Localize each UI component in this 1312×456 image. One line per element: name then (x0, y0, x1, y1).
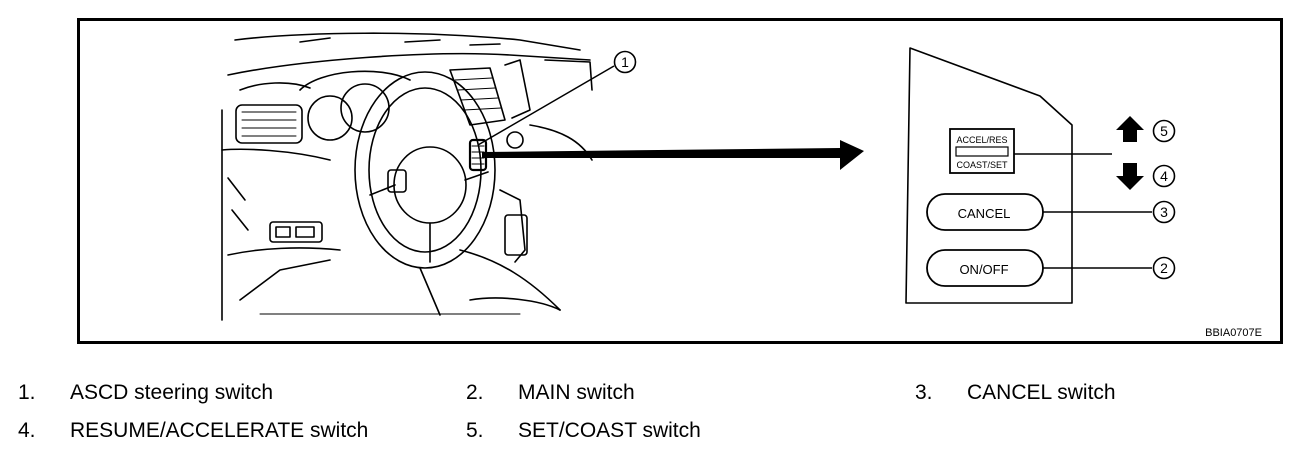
figure-code: BBIA0707E (1205, 327, 1262, 339)
coast-set-label: COAST/SET (956, 160, 1008, 170)
onoff-button[interactable]: ON/OFF (926, 249, 1044, 287)
arrow-up-icon (1116, 116, 1144, 142)
switch-panel-outline (905, 47, 1073, 304)
legend-3-text: CANCEL switch (967, 381, 1116, 404)
legend-3-num: 3. (915, 381, 933, 404)
callout-1: 1 (613, 50, 637, 74)
svg-text:2: 2 (1160, 260, 1168, 276)
arrow-down-icon (1116, 163, 1144, 190)
figure-frame (77, 18, 1283, 344)
accel-res-label: ACCEL/RES (956, 135, 1007, 145)
legend-4-text: RESUME/ACCELERATE switch (70, 419, 369, 442)
legend-1-text: ASCD steering switch (70, 381, 274, 404)
pointer-arrow (482, 140, 864, 170)
cancel-button-label: CANCEL (958, 206, 1011, 221)
dashboard-illustration (221, 32, 593, 321)
legend-2-text: MAIN switch (518, 381, 635, 404)
svg-text:5: 5 (1160, 123, 1168, 139)
svg-text:3: 3 (1160, 204, 1168, 220)
callout-3: 3 (1152, 200, 1176, 224)
svg-text:4: 4 (1160, 168, 1168, 184)
legend-1-num: 1. (18, 381, 36, 404)
legend-4-num: 4. (18, 419, 36, 442)
svg-text:1: 1 (621, 54, 629, 70)
cancel-button[interactable]: CANCEL (926, 193, 1044, 231)
callout-5: 5 (1152, 119, 1176, 143)
callout-1-leader (477, 65, 615, 146)
callout-2: 2 (1152, 256, 1176, 280)
legend-2-num: 2. (466, 381, 484, 404)
legend-5-num: 5. (466, 419, 484, 442)
onoff-button-label: ON/OFF (959, 262, 1008, 277)
legend-5-text: SET/COAST switch (518, 419, 701, 442)
callout-4: 4 (1152, 164, 1176, 188)
accel-coast-toggle[interactable]: ACCEL/RES COAST/SET (949, 128, 1015, 174)
